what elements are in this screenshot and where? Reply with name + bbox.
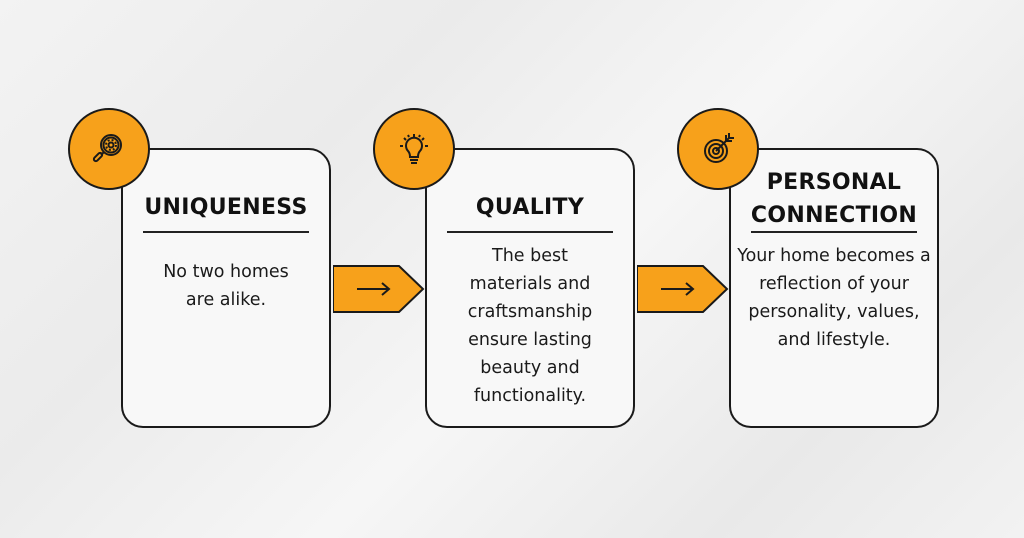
lightbulb-icon	[373, 108, 455, 190]
title-divider	[143, 231, 309, 233]
arrow-connector	[333, 265, 425, 313]
step-title: QUALITY	[475, 195, 585, 220]
arrow-connector	[637, 265, 729, 313]
magnifier-gear-icon	[68, 108, 150, 190]
target-icon	[677, 108, 759, 190]
step-body: Your home becomes a reflection of your p…	[737, 246, 931, 350]
step-card-personal-connection: PERSONAL CONNECTION Your home becomes a …	[729, 148, 939, 428]
step-body: The best materials and craftsmanship ens…	[467, 246, 593, 406]
step-body: No two homes are alike.	[163, 262, 289, 310]
step-title: UNIQUENESS	[144, 195, 308, 220]
step-card-uniqueness: UNIQUENESS No two homes are alike.	[121, 148, 331, 428]
step-title: PERSONAL CONNECTION	[750, 170, 918, 228]
title-divider	[447, 231, 613, 233]
title-divider	[751, 231, 917, 233]
step-card-quality: QUALITY The best materials and craftsman…	[425, 148, 635, 428]
